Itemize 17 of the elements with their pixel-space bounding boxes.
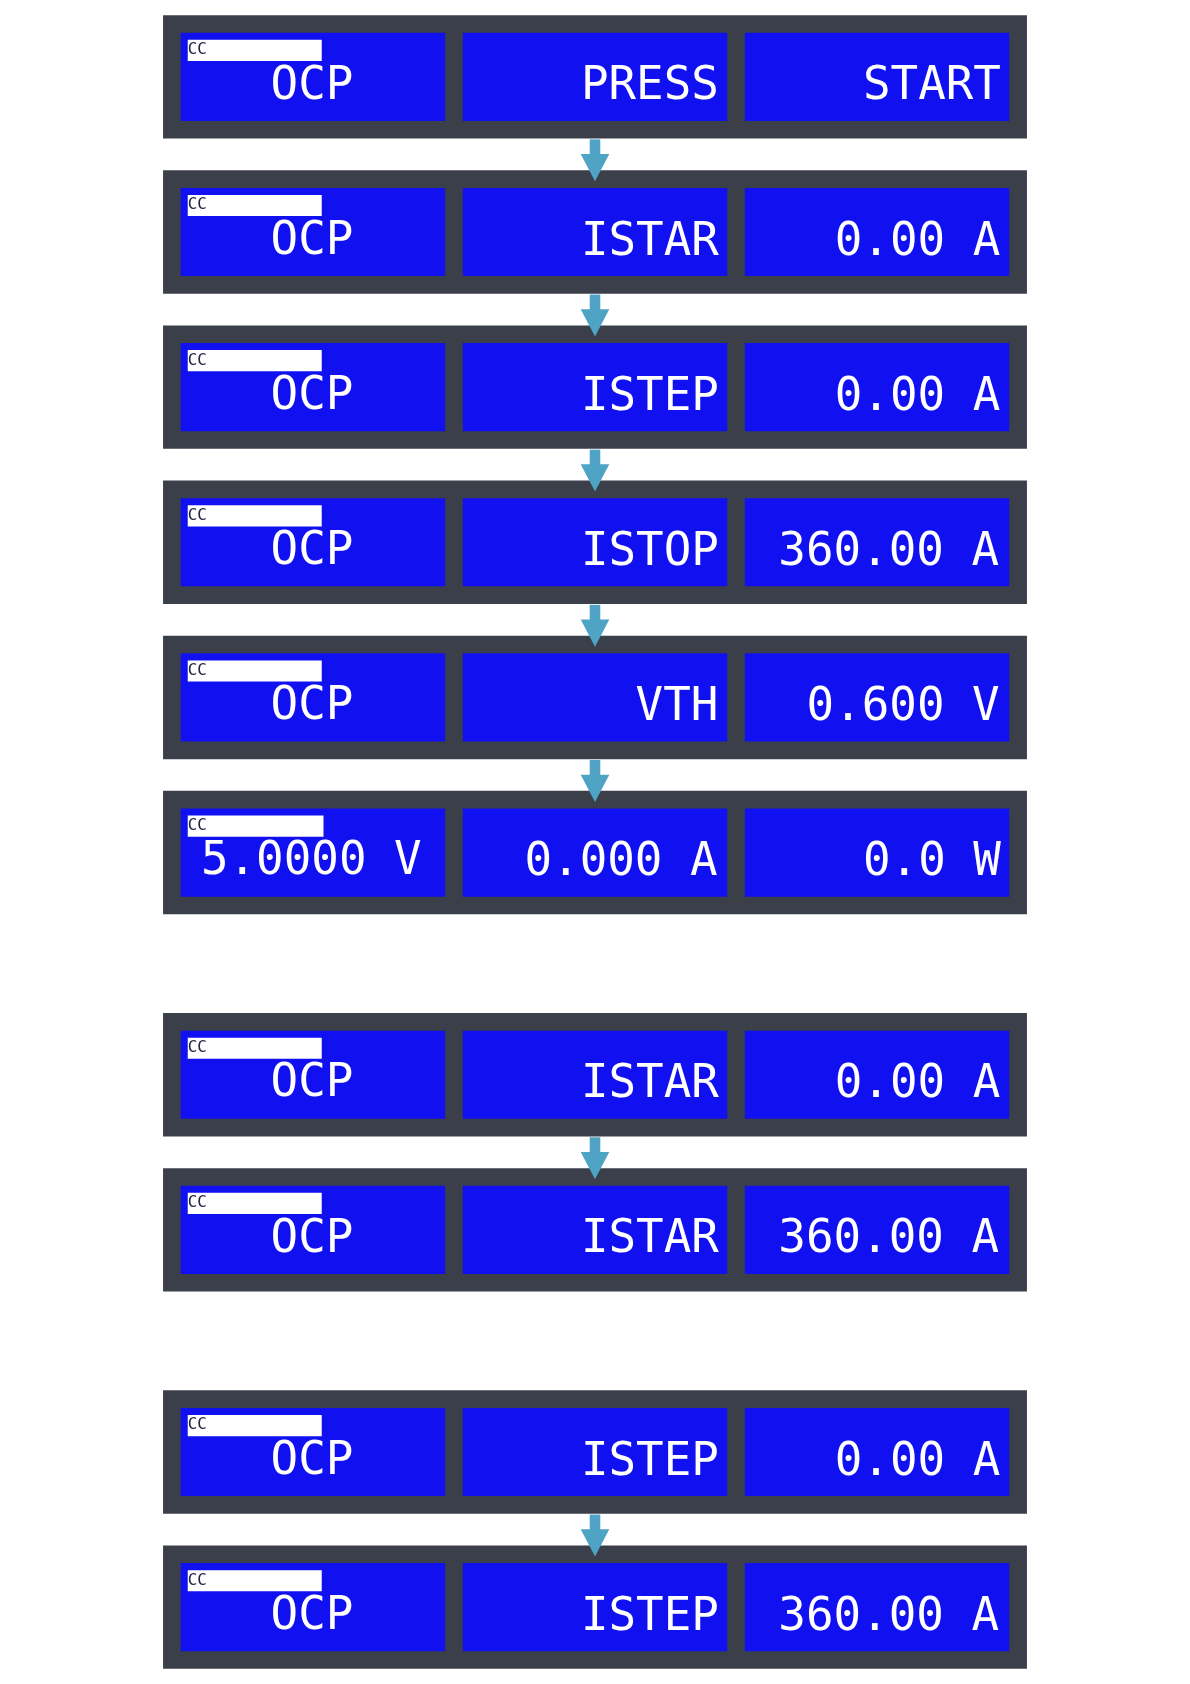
- node-box: CC OCP PRESS START: [163, 15, 1027, 139]
- node-box: CC OCP ISTEP 360.00 A: [163, 1545, 1027, 1669]
- arrow: [580, 1514, 610, 1557]
- node-box: CC OCP VTH 0.600 V: [163, 635, 1027, 760]
- arrow: [580, 1137, 610, 1180]
- node-box: CC 5.0000 V 0.000 A 0.0 W: [163, 790, 1027, 915]
- arrow: [580, 449, 610, 492]
- node-box: CC OCP ISTAR 0.00 A: [163, 170, 1027, 294]
- arrow: [580, 760, 610, 802]
- node-box: CC OCP ISTEP 0.00 A: [163, 325, 1027, 449]
- arrow: [580, 139, 610, 182]
- node-box: CC OCP ISTEP 0.00 A: [163, 1390, 1027, 1514]
- node-box: CC OCP ISTAR 360.00 A: [163, 1168, 1027, 1292]
- node-box: CC OCP ISTOP 360.00 A: [163, 480, 1027, 604]
- node-box: CC OCP ISTAR 0.00 A: [163, 1013, 1027, 1137]
- arrow: [580, 604, 610, 647]
- arrow: [580, 294, 610, 337]
